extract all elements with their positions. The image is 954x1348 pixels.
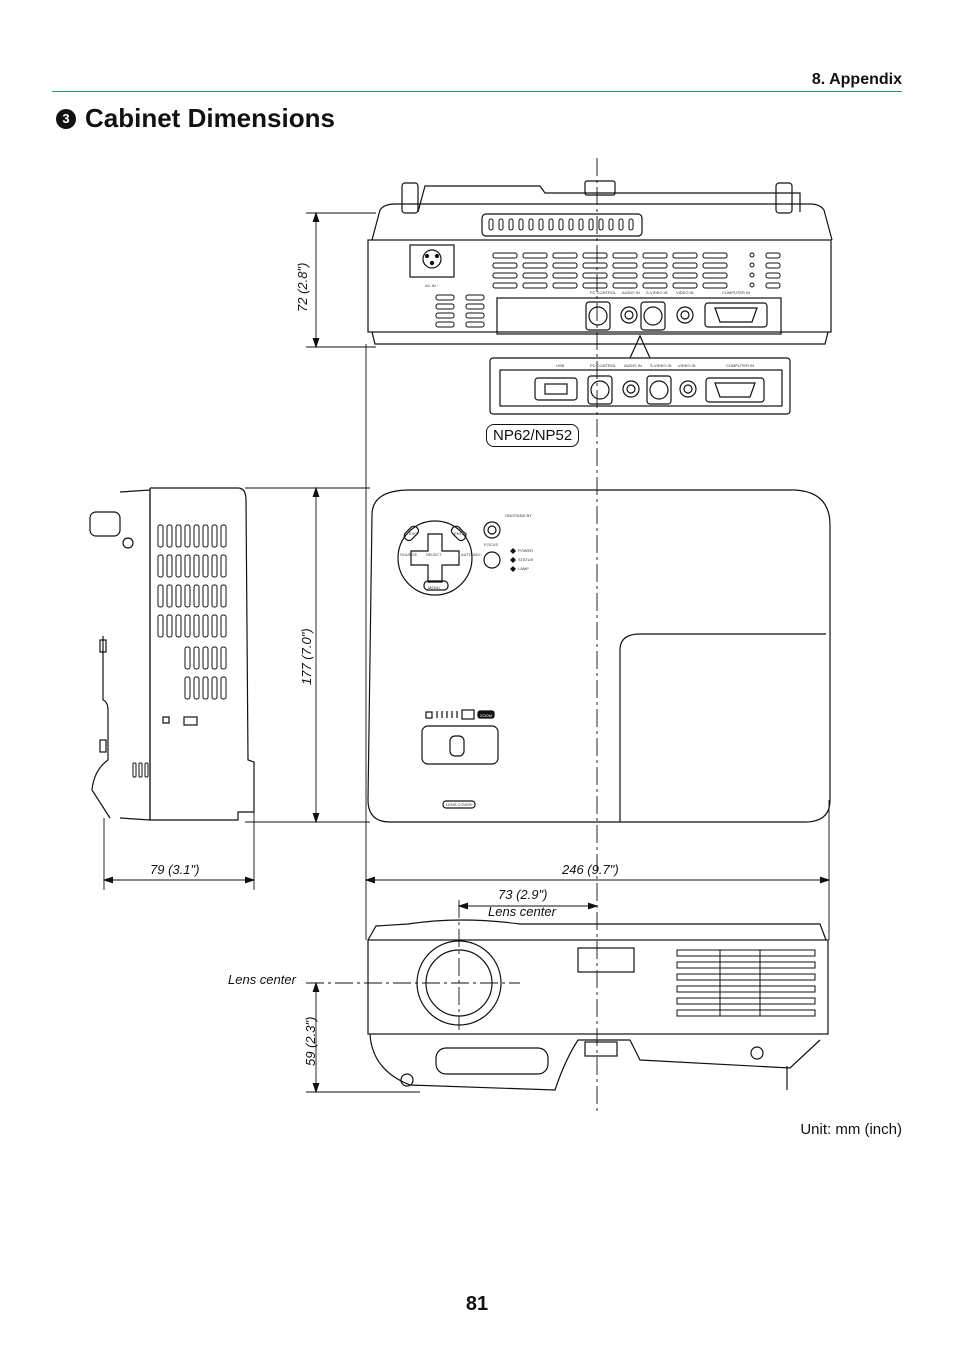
menu-label: MENU [428, 585, 440, 590]
dim-lens-height: 59 (2.3") [303, 1016, 318, 1066]
power-label: POWER [518, 548, 533, 553]
ac-in-label: AC IN ~ [425, 283, 440, 288]
auto-adj-label: AUTO ADJ. [461, 552, 482, 557]
inset-usb-label: USB [556, 363, 565, 368]
exit-label: EXIT [409, 531, 418, 536]
front-view [367, 919, 829, 1091]
inset-video-label: VIDEO IN [678, 363, 696, 368]
zoom-label: ZOOM [480, 713, 492, 718]
lens-center-label-left: Lens center [228, 972, 296, 987]
control-pad [397, 520, 473, 596]
page-title: Cabinet Dimensions [85, 103, 335, 133]
source-label: SOURCE [400, 552, 417, 557]
rear-computer-label: COMPUTER IN [722, 290, 750, 295]
rear-pc-control-label: PC CONTROL [590, 290, 617, 295]
heading: 3 Cabinet Dimensions [56, 103, 335, 134]
section-title: 8. Appendix [811, 71, 902, 88]
status-label: STATUS [518, 557, 534, 562]
lens-center-label-top: Lens center [488, 904, 556, 919]
rear-video-label: VIDEO IN [676, 290, 694, 295]
select-label: SELECT [426, 552, 442, 557]
inset-panel: USB PC CONTROL AUDIO IN S-VIDEO IN VIDEO… [489, 334, 791, 415]
dim-height-rear: 72 (2.8") [295, 262, 310, 312]
ac-inlet [409, 244, 455, 278]
rear-view: AC IN ~ PC CONTROL AUDIO IN S-VIDEO IN V… [367, 180, 833, 345]
header-rule [52, 91, 902, 92]
dim-width: 246 (9.7") [562, 862, 619, 877]
side-vents [132, 524, 227, 778]
top-view: ON/STAND BY FOCUS POWER STATUS LAMP MENU… [367, 489, 831, 823]
inset-computer-label: COMPUTER IN [726, 363, 754, 368]
lens-cover-label: LENS COVER [446, 802, 472, 807]
dim-depth-top: 177 (7.0") [299, 628, 314, 685]
focus-label: FOCUS [484, 542, 498, 547]
rear-top-slots [488, 218, 634, 231]
lamp-label: LAMP [518, 566, 529, 571]
onstandby-label: ON/STAND BY [505, 513, 532, 518]
side-view [89, 487, 255, 821]
heading-number: 3 [56, 108, 76, 129]
rear-vents [435, 252, 781, 328]
dim-lens-offset: 73 (2.9") [498, 887, 548, 902]
inset-svideo-label: S-VIDEO IN [650, 363, 672, 368]
inset-audio-label: AUDIO IN [624, 363, 642, 368]
model-label: NP62/NP52 [486, 424, 580, 447]
rear-audio-label: AUDIO IN [622, 290, 640, 295]
rear-svideo-label: S-VIDEO IN [646, 290, 668, 295]
front-vents [676, 949, 816, 1017]
dimension-lines [102, 211, 831, 1094]
enter-label: ENTER [454, 531, 468, 536]
unit-note: Unit: mm (inch) [800, 1121, 902, 1138]
page-number: 81 [465, 1293, 489, 1315]
inset-pc-control-label: PC CONTROL [590, 363, 617, 368]
dim-height-side: 79 (3.1") [150, 862, 200, 877]
